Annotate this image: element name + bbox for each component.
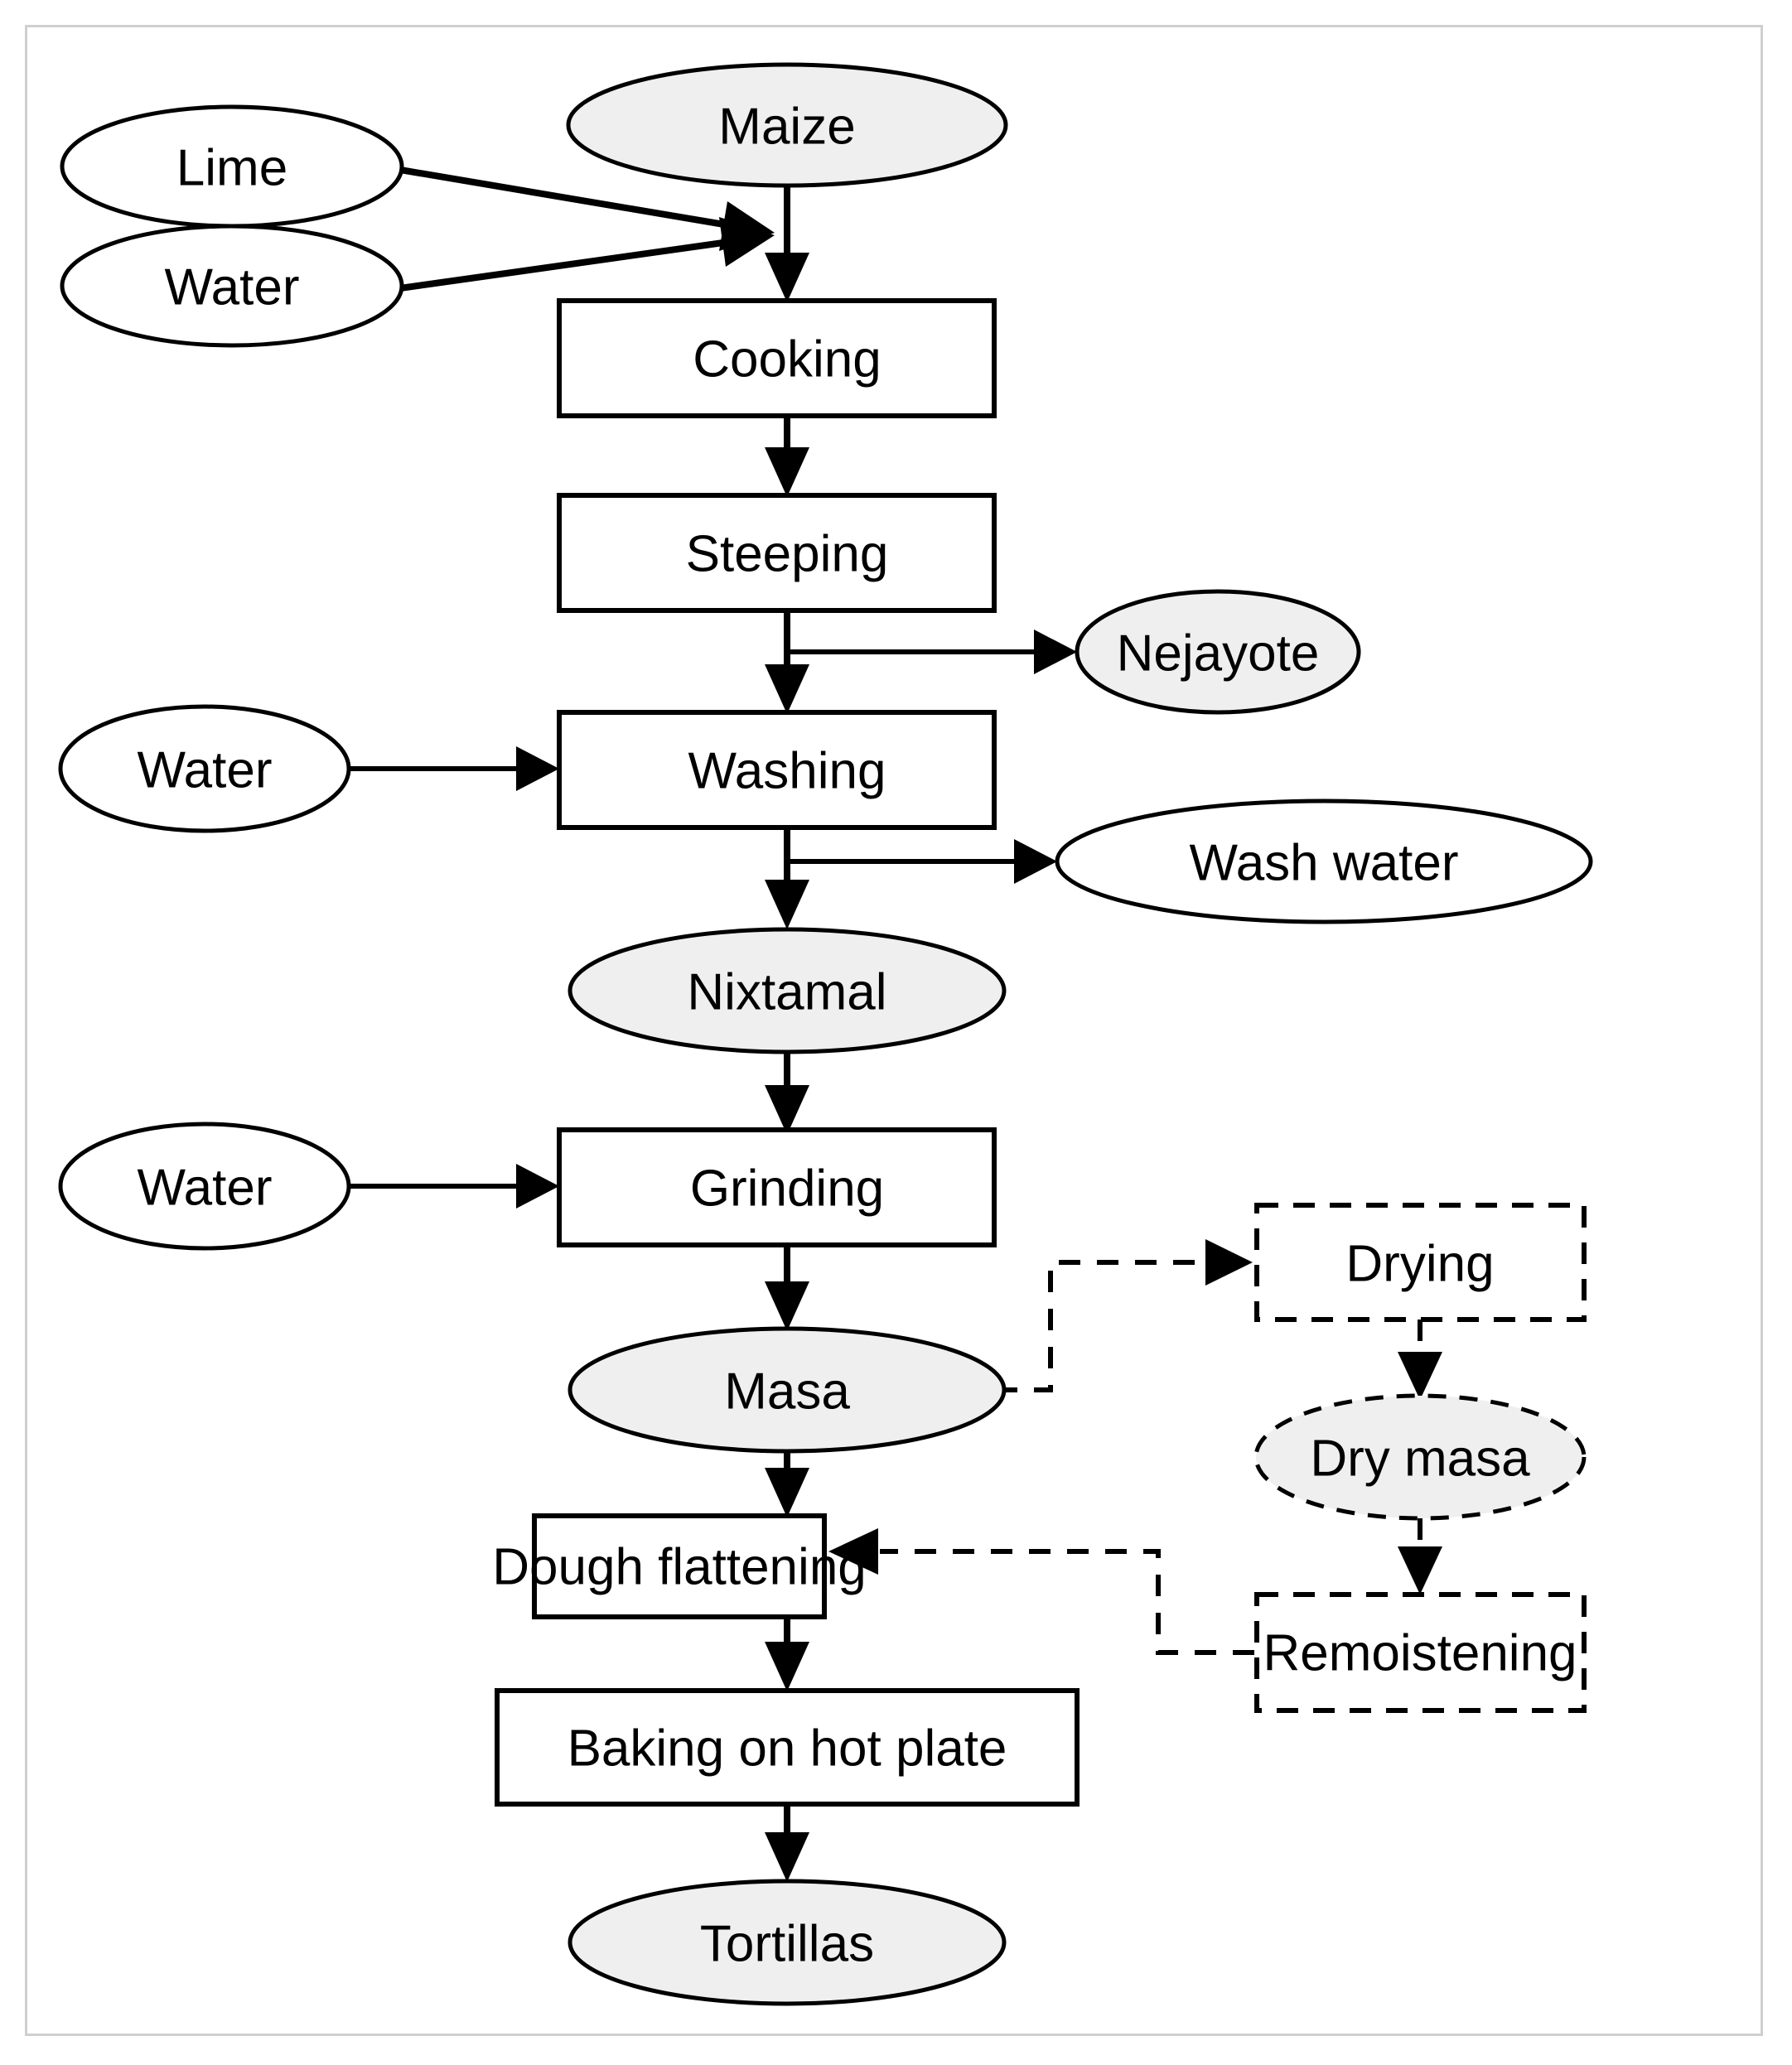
node-baking[interactable]: Baking on hot plate (495, 1688, 1080, 1807)
edge-maize-to-cooking (765, 184, 809, 302)
node-dry-masa[interactable]: Dry masa (1253, 1393, 1587, 1521)
node-cooking-label: Cooking (693, 331, 881, 388)
edge-drying-to-dry-masa (1398, 1320, 1442, 1400)
node-lime[interactable]: Lime (60, 104, 404, 229)
node-water-grinding[interactable]: Water (58, 1122, 351, 1251)
node-steeping[interactable]: Steeping (557, 493, 997, 613)
node-washing[interactable]: Washing (557, 710, 997, 830)
node-nejayote[interactable]: Nejayote (1075, 589, 1361, 715)
edge-grinding-to-masa (765, 1245, 809, 1331)
node-maize[interactable]: Maize (566, 62, 1008, 188)
edge-water-to-washing (348, 746, 559, 791)
edge-water-to-cooking (399, 217, 775, 292)
edge-washing-to-wash-water (787, 839, 1057, 884)
node-lime-label: Lime (176, 140, 287, 197)
node-water-washing[interactable]: Water (58, 704, 351, 833)
node-dough-flattening[interactable]: Dough flattening (492, 1513, 867, 1619)
node-grinding-label: Grinding (690, 1160, 884, 1218)
node-remoistening-label: Remoistening (1263, 1625, 1577, 1682)
node-water-grinding-label: Water (137, 1160, 272, 1217)
edge-baking-to-tortillas (765, 1804, 809, 1882)
node-dry-masa-label: Dry masa (1310, 1431, 1530, 1488)
node-maize-label: Maize (718, 99, 855, 156)
node-grinding[interactable]: Grinding (557, 1127, 997, 1247)
edge-dough-flattening-to-baking (765, 1617, 809, 1691)
node-nejayote-label: Nejayote (1117, 625, 1320, 683)
node-wash-water-label: Wash water (1189, 835, 1458, 892)
edge-steeping-to-nejayote (787, 630, 1077, 674)
node-nixtamal-label: Nixtamal (687, 964, 886, 1021)
node-drying[interactable]: Drying (1254, 1203, 1587, 1322)
edge-masa-to-dough-flattening (765, 1448, 809, 1517)
node-tortillas[interactable]: Tortillas (568, 1879, 1007, 2006)
node-dough-flattening-label: Dough flattening (492, 1539, 867, 1596)
edge-steeping-to-washing (765, 610, 809, 714)
node-water-washing-label: Water (137, 742, 272, 799)
node-drying-label: Drying (1345, 1236, 1494, 1293)
node-water-cooking[interactable]: Water (60, 224, 404, 348)
node-washing-label: Washing (688, 743, 886, 800)
node-remoistening[interactable]: Remoistening (1254, 1592, 1587, 1713)
node-steeping-label: Steeping (686, 526, 889, 583)
edge-nixtamal-to-grinding (765, 1052, 809, 1135)
edge-water-to-grinding (348, 1164, 559, 1209)
edge-remoistening-to-dough-flattening (828, 1528, 1254, 1655)
edge-washing-to-nixtamal (765, 827, 809, 929)
edge-dry-masa-to-remoistening (1398, 1518, 1442, 1595)
node-masa-label: Masa (724, 1363, 850, 1421)
node-wash-water[interactable]: Wash water (1055, 798, 1593, 924)
edge-cooking-to-steeping (765, 416, 809, 497)
node-masa[interactable]: Masa (568, 1326, 1007, 1454)
node-water-cooking-label: Water (164, 259, 299, 316)
node-tortillas-label: Tortillas (700, 1916, 874, 1973)
node-cooking[interactable]: Cooking (557, 298, 997, 418)
node-nixtamal[interactable]: Nixtamal (568, 927, 1007, 1054)
node-baking-label: Baking on hot plate (568, 1720, 1007, 1778)
